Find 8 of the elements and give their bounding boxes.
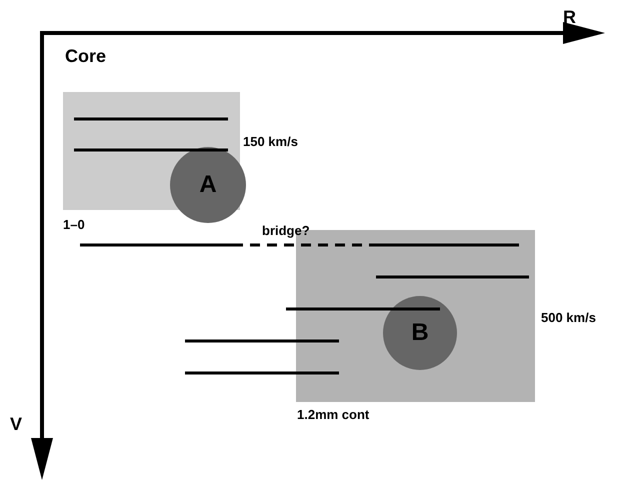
velocity-label: 150 km/s [243, 134, 298, 149]
transition-label: 1–0 [63, 217, 85, 232]
axis-label: R [563, 7, 576, 28]
axis-label: V [10, 414, 22, 435]
bridge-label: bridge? [262, 223, 310, 238]
region-label: Core [65, 46, 106, 67]
continuum-label: 1.2mm cont [297, 407, 370, 422]
velocity-label: 500 km/s [541, 310, 596, 325]
